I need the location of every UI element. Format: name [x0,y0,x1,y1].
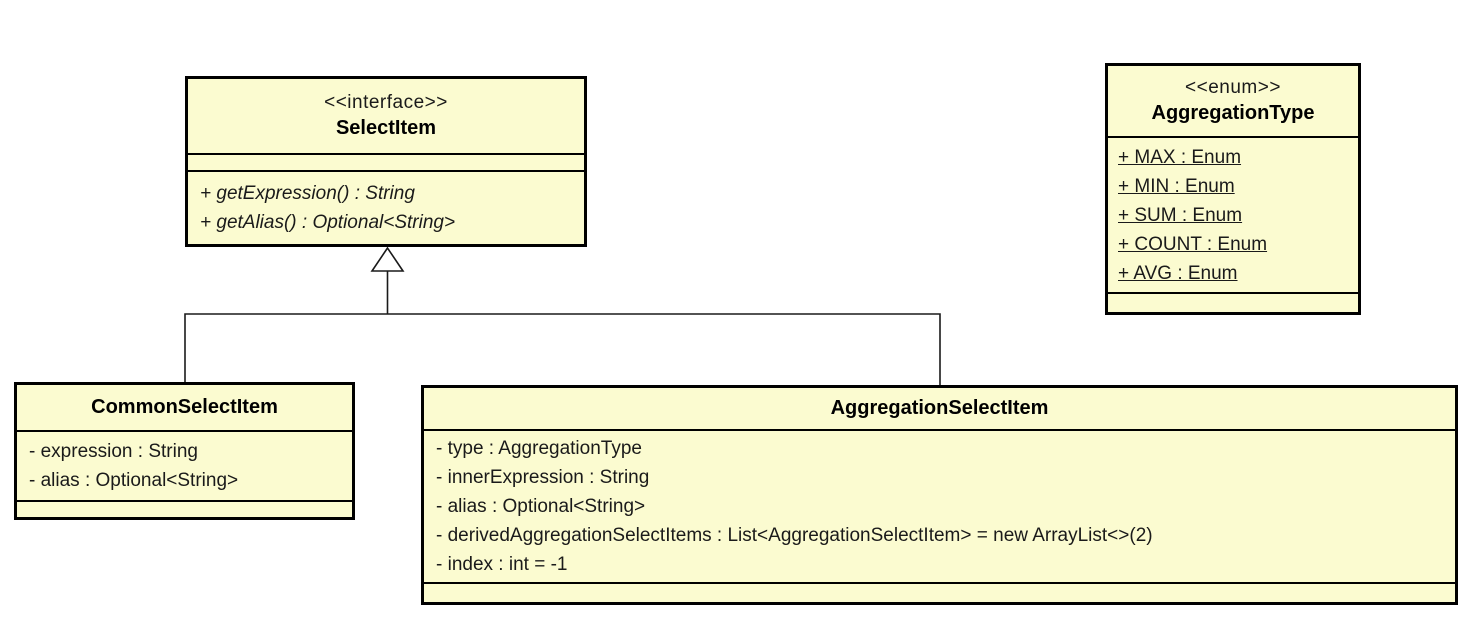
attribute-line: - alias : Optional<String> [29,470,239,491]
class-header: <<enum>> AggregationType [1108,66,1358,136]
attributes-compartment: + MAX : Enum + MIN : Enum + SUM : Enum +… [1108,136,1358,292]
methods-compartment-empty [17,500,352,517]
class-box-aggregationselectitem: AggregationSelectItem - type : Aggregati… [421,385,1458,605]
attributes-compartment: - expression : String - alias : Optional… [17,430,352,500]
methods-compartment-empty [1108,292,1358,312]
attribute-line: + COUNT : Enum [1118,233,1268,255]
methods-compartment-empty [424,582,1455,602]
class-header: AggregationSelectItem [424,388,1455,429]
class-box-commonselectitem: CommonSelectItem - expression : String -… [14,382,355,520]
class-box-aggregationtype: <<enum>> AggregationType + MAX : Enum + … [1105,63,1361,315]
class-name: CommonSelectItem [91,396,278,418]
attribute-line: + MAX : Enum [1118,146,1242,168]
attribute-line: - alias : Optional<String> [436,496,646,517]
generalization-triangle-arrowhead [370,246,405,272]
attributes-compartment-empty [188,153,584,170]
stereotype-label: <<enum>> [1185,77,1281,98]
class-name: AggregationSelectItem [830,397,1049,419]
generalization-branch-line [184,313,941,387]
class-header: CommonSelectItem [17,385,352,430]
attribute-line: - innerExpression : String [436,467,650,488]
stereotype-label: <<interface>> [324,92,448,113]
class-name: AggregationType [1151,102,1315,124]
attribute-line: - type : AggregationType [436,438,642,459]
class-box-selectitem: <<interface>> SelectItem + getExpression… [185,76,587,247]
attribute-line: + SUM : Enum [1118,204,1243,226]
attributes-compartment: - type : AggregationType - innerExpressi… [424,429,1455,582]
attribute-line: - derivedAggregationSelectItems : List<A… [436,525,1153,546]
method-line: + getAlias() : Optional<String> [200,212,456,233]
attribute-line: + AVG : Enum [1118,262,1238,284]
class-name: SelectItem [335,117,437,139]
methods-compartment: + getExpression() : String + getAlias() … [188,170,584,244]
class-header: <<interface>> SelectItem [188,79,584,153]
attribute-line: + MIN : Enum [1118,175,1235,197]
attribute-line: - expression : String [29,441,198,462]
method-line: + getExpression() : String [200,183,415,204]
attribute-line: - index : int = -1 [436,554,568,575]
